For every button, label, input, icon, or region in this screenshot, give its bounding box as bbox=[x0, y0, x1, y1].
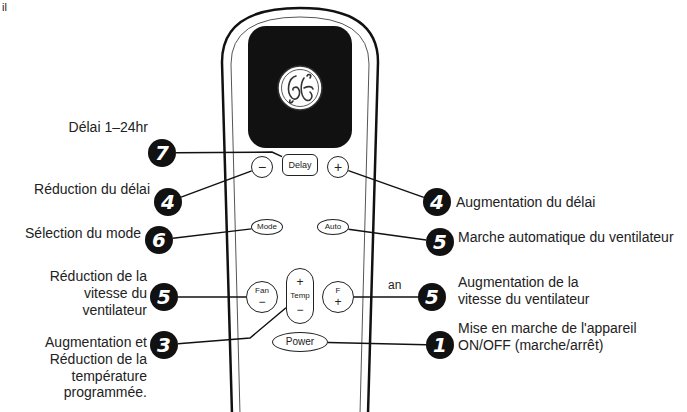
callout-label: Augmentation de la vitesse du ventilateu… bbox=[458, 274, 618, 308]
remote-button: Mode bbox=[251, 219, 283, 235]
callout-label: Augmentation et Réduction de la températ… bbox=[0, 334, 147, 401]
callout-number: 5 bbox=[150, 283, 178, 311]
remote-body-inner-edge bbox=[231, 17, 369, 412]
callout-number-text: 5 bbox=[425, 287, 439, 307]
callout-label: Réduction de la vitesse du ventilateur bbox=[22, 268, 147, 318]
leader-line bbox=[354, 296, 418, 298]
node-text-stack: 7 bbox=[155, 143, 169, 163]
leader-line bbox=[178, 308, 286, 344]
node-text-stack: 4 bbox=[430, 192, 444, 212]
ge-logo-inner-ring bbox=[282, 70, 319, 107]
button-label: Fan bbox=[255, 287, 269, 295]
leader-line bbox=[348, 229, 426, 240]
callout-label: Marche automatique du ventilateur bbox=[458, 229, 684, 246]
button-label: − bbox=[258, 160, 266, 174]
button-label: + bbox=[334, 160, 342, 174]
callout-number-text: 7 bbox=[155, 143, 169, 163]
remote-button: Delay bbox=[282, 154, 318, 176]
remote-button: F+ bbox=[322, 281, 354, 313]
node-text-stack: 6 bbox=[152, 230, 166, 250]
callout-label: Sélection du mode bbox=[0, 225, 141, 242]
callout-number-text: 3 bbox=[157, 335, 171, 355]
callout-number: 7 bbox=[148, 139, 176, 167]
callout-number: 5 bbox=[418, 283, 446, 311]
callout-number-text: 4 bbox=[430, 192, 444, 212]
callout-number-text: 5 bbox=[433, 232, 447, 252]
node-text-stack: Mode bbox=[257, 223, 277, 231]
node-text-stack: 4 bbox=[161, 192, 175, 212]
leader-line bbox=[173, 229, 252, 238]
callout-number: 1 bbox=[426, 331, 454, 359]
callout-label: il bbox=[2, 1, 32, 14]
remote-button: Auto bbox=[317, 219, 349, 235]
node-text-stack: Delay bbox=[288, 161, 311, 170]
remote-button: + bbox=[327, 156, 349, 178]
button-label: + bbox=[334, 296, 341, 308]
remote-body bbox=[222, 8, 378, 412]
button-label: Auto bbox=[325, 223, 341, 231]
button-label: Power bbox=[286, 337, 314, 347]
callout-number-text: 6 bbox=[152, 230, 166, 250]
callout-label: Mise en marche de l'appareil ON/OFF (mar… bbox=[458, 320, 640, 354]
button-label: − bbox=[296, 304, 303, 316]
leader-line bbox=[181, 171, 252, 197]
remote-button: Fan− bbox=[246, 281, 278, 313]
callout-number: 6 bbox=[145, 226, 173, 254]
callout-number: 4 bbox=[154, 188, 182, 216]
node-text-stack: Fan− bbox=[255, 287, 269, 308]
leader-line bbox=[348, 171, 423, 198]
callout-number: 3 bbox=[150, 331, 178, 359]
leader-line bbox=[178, 296, 246, 298]
callout-number: 4 bbox=[423, 188, 451, 216]
callout-label: an bbox=[388, 278, 410, 292]
callout-label: Délai 1–24hr bbox=[40, 119, 148, 136]
ge-logo-script bbox=[289, 75, 313, 103]
ge-logo-ring bbox=[278, 66, 322, 110]
node-text-stack: 5 bbox=[425, 287, 439, 307]
button-label: F bbox=[336, 287, 341, 295]
node-text-stack: − bbox=[258, 160, 266, 174]
node-text-stack: Power bbox=[286, 337, 314, 347]
button-label: Mode bbox=[257, 223, 277, 231]
remote-button: Power bbox=[272, 332, 328, 352]
node-text-stack: 5 bbox=[157, 287, 171, 307]
callout-number: 5 bbox=[426, 228, 454, 256]
button-label: − bbox=[258, 296, 265, 308]
node-text-stack: 3 bbox=[157, 335, 171, 355]
node-text-stack: Auto bbox=[325, 223, 341, 231]
button-label: Delay bbox=[288, 161, 311, 170]
callout-number-text: 4 bbox=[161, 192, 175, 212]
node-text-stack: + bbox=[334, 160, 342, 174]
node-text-stack: + Temp − bbox=[290, 276, 310, 316]
callout-label: Réduction du délai bbox=[0, 181, 150, 198]
callout-label: Augmentation du délai bbox=[456, 194, 682, 211]
leader-line bbox=[328, 343, 426, 345]
button-label: Temp bbox=[290, 292, 310, 300]
node-text-stack: 5 bbox=[433, 232, 447, 252]
remote-display bbox=[248, 26, 352, 148]
remote-button: + Temp − bbox=[286, 268, 314, 324]
callout-number-text: 5 bbox=[157, 287, 171, 307]
remote-button: − bbox=[251, 156, 273, 178]
callout-number-text: 1 bbox=[433, 335, 447, 355]
node-text-stack: F+ bbox=[334, 287, 341, 308]
button-label: + bbox=[296, 276, 303, 288]
node-text-stack: 1 bbox=[433, 335, 447, 355]
